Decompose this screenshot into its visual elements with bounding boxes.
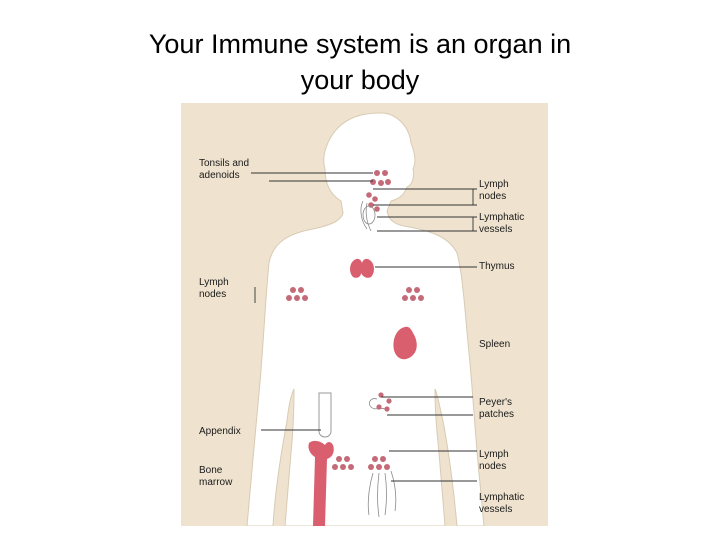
leg-lymphatic-vessels	[367, 470, 397, 518]
bone-marrow	[308, 440, 334, 526]
label-lymph-left-line1: Lymph	[199, 277, 229, 288]
label-lymph-bottom-line1: Lymph	[479, 449, 509, 460]
immune-system-diagram: Tonsils and adenoids Lymph nodes Appendi…	[181, 103, 548, 526]
label-bone-line2: marrow	[199, 477, 233, 488]
label-lymph-top-line2: nodes	[479, 191, 506, 202]
slide-title: Your Immune system is an organ in your b…	[0, 26, 720, 98]
label-lymphatic-bottom-line1: Lymphatic	[479, 492, 524, 503]
label-lymphatic-top-line2: vessels	[479, 224, 512, 235]
neck-lymphatic-vessels	[360, 200, 376, 232]
label-lymph-left-line2: nodes	[199, 289, 226, 300]
spleen	[393, 326, 417, 360]
label-spleen: Spleen	[479, 339, 510, 350]
thymus	[350, 258, 374, 278]
label-lymphatic-bottom-line2: vessels	[479, 504, 512, 515]
body-silhouette	[246, 112, 485, 526]
right-chest-lymph-nodes	[402, 287, 424, 301]
peyers-patches	[369, 392, 392, 412]
left-groin-lymph-nodes	[332, 456, 354, 470]
leader-lines	[251, 172, 477, 482]
label-lymph-top-line1: Lymph	[479, 179, 509, 190]
label-lymphatic-top-line1: Lymphatic	[479, 212, 524, 223]
title-line-1: Your Immune system is an organ in	[148, 29, 572, 59]
title-line-2: your body	[300, 65, 420, 95]
appendix	[318, 392, 332, 438]
tonsils-nodes	[370, 170, 391, 186]
label-tonsils-line1: Tonsils and	[199, 158, 249, 169]
label-peyers-line2: patches	[479, 409, 514, 420]
label-bone-line1: Bone	[199, 465, 223, 476]
label-thymus: Thymus	[479, 261, 515, 272]
diagram-svg: Tonsils and adenoids Lymph nodes Appendi…	[181, 103, 548, 526]
label-tonsils-line2: adenoids	[199, 170, 240, 181]
left-chest-lymph-nodes	[286, 287, 308, 301]
neck-lymph-nodes	[366, 192, 380, 212]
right-groin-lymph-nodes	[368, 456, 390, 470]
label-peyers-line1: Peyer's	[479, 397, 512, 408]
label-lymph-bottom-line2: nodes	[479, 461, 506, 472]
label-appendix: Appendix	[199, 426, 241, 437]
